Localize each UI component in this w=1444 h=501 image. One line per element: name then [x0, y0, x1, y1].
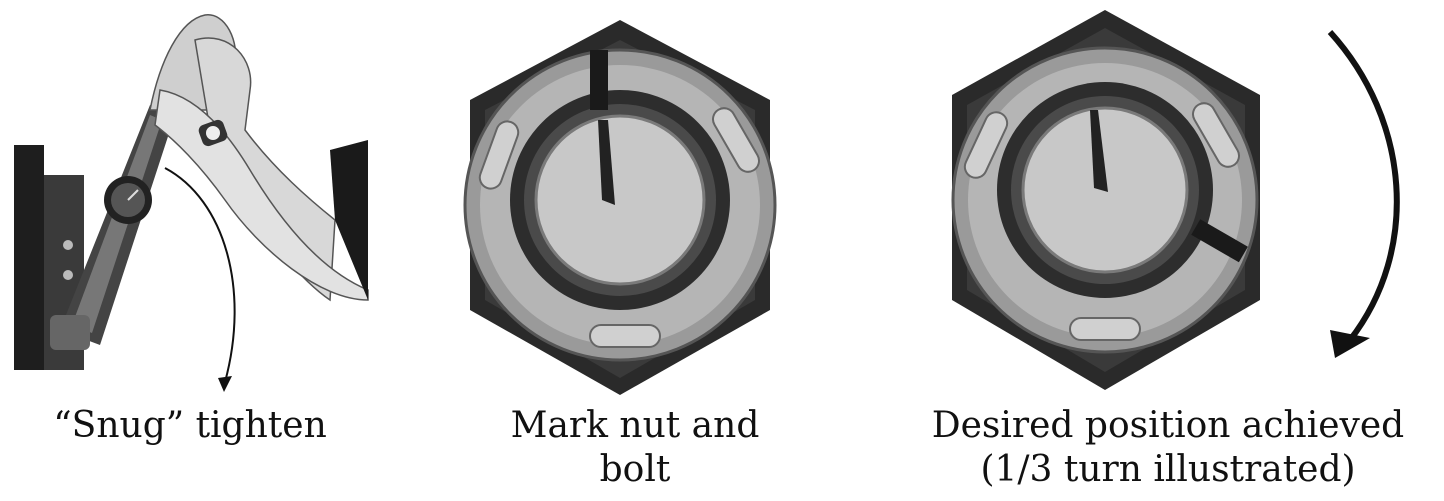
hands-icon: [150, 15, 368, 300]
hex-nut-icon: [952, 10, 1260, 390]
bolt-head-2: [63, 270, 73, 280]
marked-nut-illustration: [440, 0, 800, 400]
turned-nut-scene: [930, 0, 1444, 400]
rotation-arrow-icon: [1330, 32, 1397, 358]
rotated-nut-illustration: [930, 0, 1444, 400]
rotation-arrow-icon: [165, 168, 235, 392]
wrench-scene: [0, 0, 380, 400]
snug-tighten-illustration: [0, 0, 380, 400]
caption-desired-position: Desired position achieved (1/3 turn illu…: [900, 404, 1436, 492]
caption-mark-nut-and-bolt: Mark nut and bolt: [470, 404, 800, 492]
hex-nut-icon: [440, 0, 800, 400]
bolt-head-1: [63, 240, 73, 250]
caption-snug-tighten: “Snug” tighten: [40, 404, 340, 448]
steel-column: [14, 145, 44, 370]
